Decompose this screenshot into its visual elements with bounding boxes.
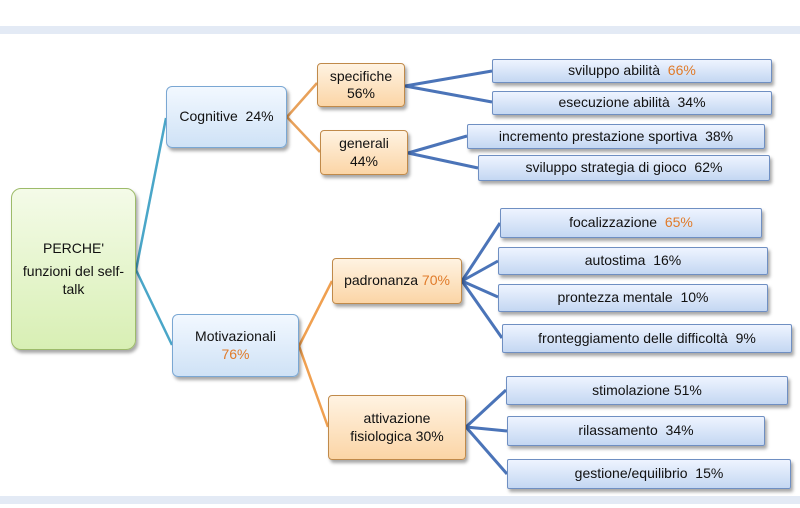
root-line1: PERCHE' — [42, 239, 105, 256]
link-padronanza-leaf4 — [460, 280, 504, 339]
leaf-stimolazione-text: stimolazione 51% — [592, 381, 702, 398]
leaf-incremento-prestazione-text: incremento prestazione sportiva 38% — [498, 127, 734, 144]
leaf-gestione-text: gestione/equilibrio 15% — [574, 465, 724, 482]
root-node: PERCHE' funzioni del self- talk — [11, 188, 136, 350]
motivazionali-label: Motivazionali — [195, 328, 276, 344]
cognitive-node: Cognitive 24% — [166, 86, 287, 148]
link-generali-leaf1 — [407, 134, 468, 155]
leaf-sviluppo-abilita-text: sviluppo abilità — [568, 62, 668, 79]
leaf-sviluppo-strategia: sviluppo strategia di gioco 62% — [478, 155, 770, 181]
link-padronanza-leaf3 — [461, 279, 499, 299]
padronanza-value: 70% — [421, 272, 450, 289]
specifiche-value: 56% — [346, 85, 376, 101]
leaf-autostima-text: autostima 16% — [584, 252, 682, 269]
link-cognitive-specifiche — [286, 82, 318, 118]
link-specifiche-leaf2 — [404, 84, 493, 104]
attivazione-node: attivazione fisiologica 30% — [328, 395, 466, 460]
leaf-fronteggiamento: fronteggiamento delle difficoltà 9% — [502, 324, 792, 353]
background-stripe — [0, 496, 800, 504]
link-padronanza-leaf2 — [461, 259, 499, 283]
leaf-esecuzione-abilita-text: esecuzione abilità 34% — [558, 94, 706, 111]
link-cognitive-generali — [286, 116, 321, 153]
padronanza-label: padronanza — [344, 272, 422, 289]
cognitive-label: Cognitive 24% — [179, 108, 274, 125]
leaf-autostima: autostima 16% — [498, 247, 768, 275]
root-line3: talk — [62, 280, 85, 297]
leaf-focalizzazione: focalizzazione 65% — [500, 208, 762, 238]
motivazionali-node: Motivazionali 76% — [172, 314, 299, 377]
link-specifiche-leaf1 — [404, 69, 493, 88]
leaf-rilassamento-text: rilassamento 34% — [578, 422, 694, 439]
link-motivazionali-padronanza — [297, 280, 334, 347]
root-line2: funzioni del self- — [22, 263, 125, 280]
link-attivazione-leaf2 — [465, 425, 508, 433]
generali-value: 44% — [349, 152, 379, 169]
motivazionali-value: 76% — [221, 345, 250, 362]
link-root-motivazionali — [134, 269, 174, 346]
link-padronanza-leaf1 — [460, 222, 502, 282]
leaf-focalizzazione-value: 65% — [664, 214, 693, 231]
leaf-prontezza: prontezza mentale 10% — [498, 284, 768, 312]
leaf-fronteggiamento-text: fronteggiamento delle difficoltà 9% — [538, 329, 756, 346]
leaf-prontezza-text: prontezza mentale 10% — [557, 289, 709, 306]
leaf-esecuzione-abilita: esecuzione abilità 34% — [492, 91, 772, 115]
leaf-rilassamento: rilassamento 34% — [507, 416, 765, 446]
attivazione-line2: fisiologica 30% — [350, 427, 444, 444]
link-root-cognitive — [134, 117, 168, 271]
link-motivazionali-attivazione — [297, 345, 330, 428]
generali-label: generali — [339, 135, 389, 151]
leaf-sviluppo-abilita-value: 66% — [667, 62, 696, 79]
background-stripe — [0, 26, 800, 34]
link-generali-leaf2 — [407, 151, 479, 170]
attivazione-line1: attivazione — [363, 410, 431, 426]
leaf-sviluppo-abilita: sviluppo abilità 66% — [492, 59, 772, 83]
link-attivazione-leaf1 — [464, 388, 508, 429]
leaf-focalizzazione-text: focalizzazione — [569, 214, 665, 231]
specifiche-node: specifiche 56% — [317, 63, 405, 107]
leaf-incremento-prestazione: incremento prestazione sportiva 38% — [467, 124, 765, 149]
leaf-stimolazione: stimolazione 51% — [506, 376, 788, 405]
link-attivazione-leaf3 — [464, 426, 509, 475]
specifiche-label: specifiche — [329, 67, 393, 84]
leaf-sviluppo-strategia-text: sviluppo strategia di gioco 62% — [525, 159, 723, 176]
padronanza-node: padronanza 70% — [332, 258, 462, 304]
generali-node: generali 44% — [320, 130, 408, 175]
leaf-gestione: gestione/equilibrio 15% — [507, 459, 791, 489]
